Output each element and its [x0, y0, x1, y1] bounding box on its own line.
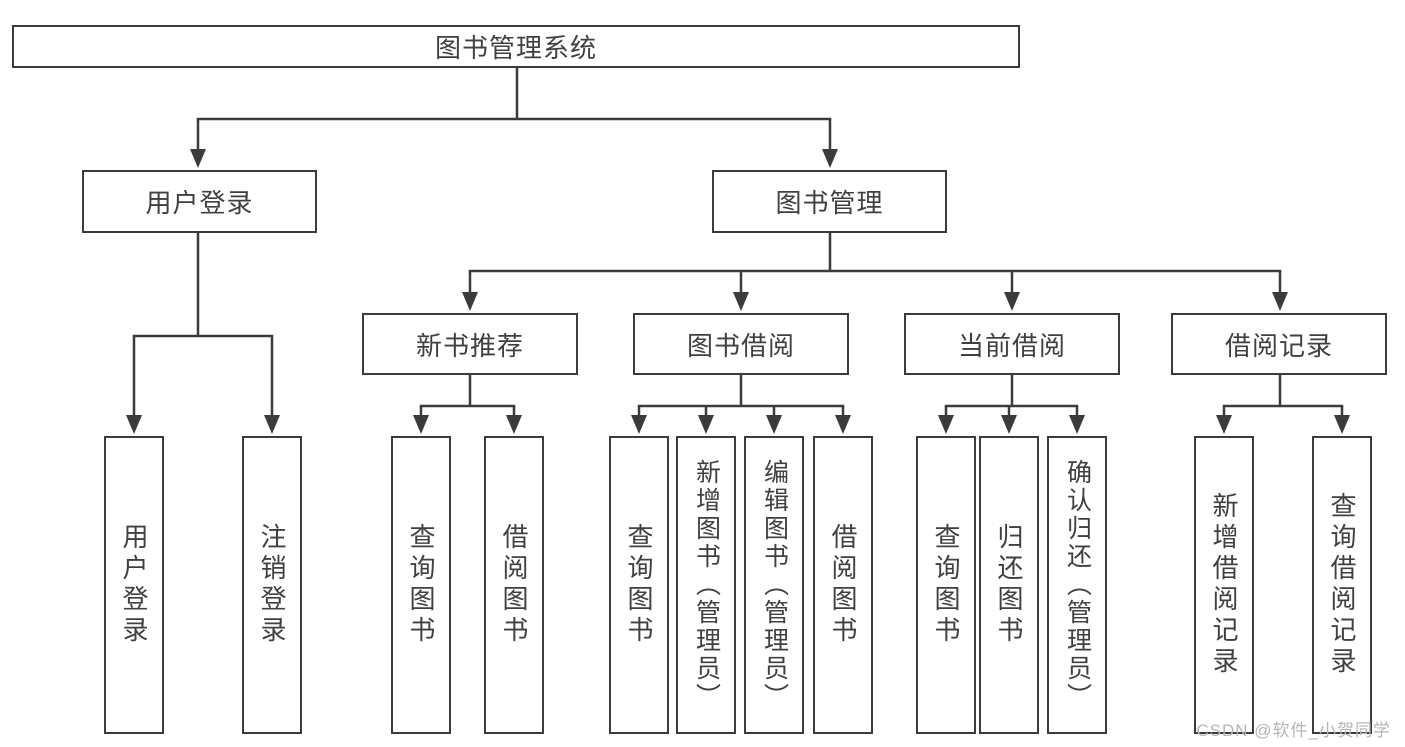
leaf-add-borrow-record: 新增借阅记录	[1194, 436, 1254, 734]
leaf-query-books-borrowing: 查询图书	[609, 436, 669, 734]
node-book-borrowing: 图书借阅	[633, 313, 849, 375]
node-library-system: 图书管理系统	[12, 25, 1020, 68]
leaf-query-books-current: 查询图书	[916, 436, 976, 734]
node-user-login: 用户登录	[82, 170, 317, 233]
node-borrowing-records: 借阅记录	[1171, 313, 1387, 375]
leaf-confirm-return-admin: 确认归还（管理员）	[1047, 436, 1107, 734]
leaf-user-login: 用户登录	[104, 436, 164, 734]
leaf-query-books-recommend: 查询图书	[391, 436, 451, 734]
csdn-watermark: CSDN @软件_小贺同学	[1196, 721, 1391, 740]
leaf-query-borrow-record: 查询借阅记录	[1312, 436, 1372, 734]
leaf-borrow-books-recommend: 借阅图书	[484, 436, 544, 734]
leaf-borrow-books-borrowing: 借阅图书	[813, 436, 873, 734]
leaf-edit-books-admin: 编辑图书（管理员）	[744, 436, 804, 734]
leaf-add-books-admin: 新增图书（管理员）	[676, 436, 736, 734]
leaf-logout: 注销登录	[242, 436, 302, 734]
node-current-borrowing: 当前借阅	[904, 313, 1120, 375]
node-new-book-recommend: 新书推荐	[362, 313, 578, 375]
node-book-management: 图书管理	[712, 170, 947, 233]
leaf-return-books: 归还图书	[979, 436, 1039, 734]
